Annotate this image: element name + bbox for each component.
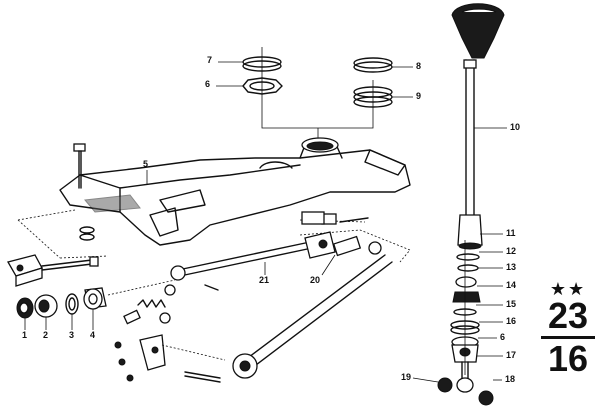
ring-8 <box>353 57 393 73</box>
part-label-19: 19 <box>401 372 412 382</box>
part-label-14: 14 <box>506 280 517 290</box>
gasket-6-left <box>242 77 283 95</box>
lever-stack <box>437 240 494 406</box>
part-label-21: 21 <box>259 275 270 285</box>
shift-rod-21 <box>170 231 336 281</box>
part-label-7: 7 <box>207 55 213 65</box>
part-label-20: 20 <box>310 275 321 285</box>
shift-housing-5 <box>59 137 411 246</box>
leader-lines <box>24 61 507 383</box>
part-label-3: 3 <box>69 330 75 340</box>
detent-spring <box>123 284 176 325</box>
part-label-16: 16 <box>506 316 517 326</box>
part-label-15: 15 <box>506 299 517 309</box>
part-label-11: 11 <box>506 228 516 238</box>
bushing-2 <box>34 294 58 318</box>
part-label-9: 9 <box>416 91 422 101</box>
part-label-6: 6 <box>205 79 211 89</box>
main-group-number: 23 <box>547 295 589 336</box>
left-mount-block <box>7 254 99 287</box>
washer-3 <box>65 293 79 315</box>
sleeve-4 <box>83 287 107 310</box>
linkage-20 <box>232 211 411 379</box>
part-label-5: 5 <box>143 159 149 169</box>
part-label-18: 18 <box>505 374 516 384</box>
part-label-13: 13 <box>506 262 517 272</box>
gear-lever-10 <box>451 3 505 250</box>
housing-bolt <box>73 143 86 189</box>
lower-bracket <box>114 334 226 383</box>
part-label-1: 1 <box>22 330 28 340</box>
part-label-10: 10 <box>510 122 521 132</box>
part-label-8: 8 <box>416 61 422 71</box>
star-markers: ★★ <box>549 279 587 299</box>
sub-group-number: 16 <box>547 338 589 379</box>
nut-1 <box>16 297 34 319</box>
part-label-4: 4 <box>90 330 96 340</box>
group-code: ★★ 23 16 <box>537 280 599 377</box>
part-label-6-lower: 6 <box>500 332 506 342</box>
part-label-2: 2 <box>43 330 49 340</box>
part-label-17: 17 <box>506 350 517 360</box>
part-label-12: 12 <box>506 246 517 256</box>
group-divider <box>541 336 595 339</box>
